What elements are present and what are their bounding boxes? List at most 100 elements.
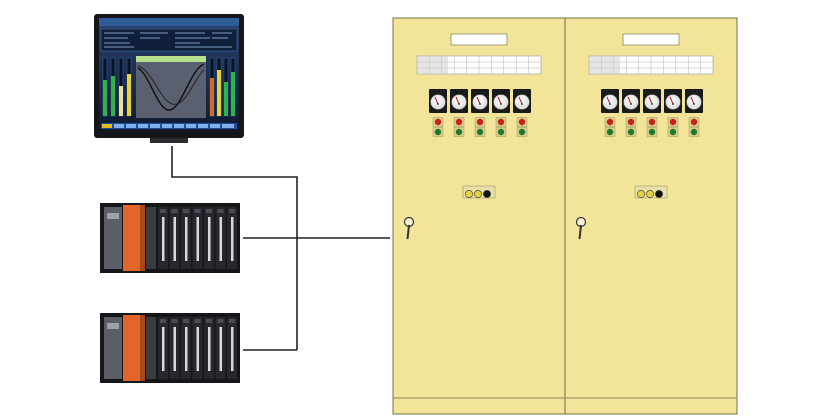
cabinet-body (392, 17, 566, 415)
plc-cpu-module (123, 205, 145, 271)
meter-row (601, 89, 703, 113)
plc-io-terminal-strip (196, 217, 199, 261)
indicator-lamp-green (625, 127, 637, 137)
plc-io-terminal-strip (162, 217, 165, 261)
hmi-trend-curve-1 (137, 63, 205, 111)
selector-button (465, 190, 473, 198)
hmi-stand (150, 138, 188, 143)
indicator-lamp-green (432, 127, 444, 137)
door-handle (575, 216, 587, 240)
indicator-lamp-rows (604, 117, 700, 137)
plc-io-terminal-strip (219, 327, 222, 371)
label-strip-shaded-cells (417, 56, 448, 74)
plc-io-terminal-strip (219, 217, 222, 261)
indicator-lamp-green (688, 127, 700, 137)
plc-cpu-shadow (140, 205, 145, 271)
indicator-lamp-green (604, 127, 616, 137)
plc-io-led-panel (183, 209, 189, 213)
plc-io-terminal-strip (231, 327, 234, 371)
hmi-trend-curve-2 (137, 65, 205, 105)
indicator-lamp-red (667, 117, 679, 127)
door-handle (403, 216, 415, 240)
hmi-header-data (100, 28, 238, 52)
selector-button (474, 190, 482, 198)
plc-io-led-panel (194, 319, 201, 323)
label-strip-grid (416, 55, 542, 75)
plc-power-indicator (107, 213, 119, 219)
panel-meter (622, 89, 640, 113)
plc-io-terminal-strip (231, 217, 234, 261)
indicator-lamp-red (432, 117, 444, 127)
panel-meter (664, 89, 682, 113)
indicator-lamp-green (495, 127, 507, 137)
plc-power-module (104, 317, 122, 379)
indicator-lamp-rows (432, 117, 528, 137)
cabinet-nameplate (622, 33, 680, 46)
plc-io-terminal-strip (208, 327, 211, 371)
hmi-trend-area (136, 56, 206, 118)
hmi-left-bargraphs (102, 57, 132, 117)
cabinet-body (564, 17, 738, 415)
plc-io-terminal-strip (185, 327, 188, 371)
plc-io-led-panel (171, 209, 178, 213)
plc-rack-1 (100, 203, 240, 273)
control-cabinet-right (564, 17, 738, 415)
plc-io-led-panel (171, 319, 178, 323)
indicator-lamp-red (604, 117, 616, 127)
plc-io-led-panel (160, 209, 166, 213)
indicator-lamp-green (516, 127, 528, 137)
indicator-lamp-red (516, 117, 528, 127)
plc-io-terminal-strip (162, 327, 165, 371)
plc-io-led-panel (217, 319, 224, 323)
plc-io-modules (158, 207, 237, 269)
selector-button (483, 190, 491, 198)
plc-power-module (104, 207, 122, 269)
cabinet-nameplate (450, 33, 508, 46)
hmi-header-bar (99, 18, 239, 26)
hmi-right-bargraphs (209, 57, 236, 117)
plc-io-modules (158, 317, 237, 379)
plc-io-led-panel (206, 319, 212, 323)
plc-power-indicator (107, 323, 119, 329)
indicator-lamp-red (453, 117, 465, 127)
plc-comm-module (146, 207, 156, 269)
plc-cpu-module (123, 315, 145, 381)
wiring (171, 146, 390, 351)
plc-rack-2 (100, 313, 240, 383)
hmi-trend-title (136, 56, 206, 62)
hmi-header-text-lines (104, 32, 232, 48)
plc-comm-module (146, 317, 156, 379)
selector-switches (462, 185, 496, 199)
selector-button (655, 190, 663, 198)
panel-meter (492, 89, 510, 113)
plc-io-led-panel (206, 209, 212, 213)
plc-io-terminal-strip (208, 217, 211, 261)
plc-io-terminal-strip (196, 327, 199, 371)
control-cabinet-left (392, 17, 566, 415)
plc-io-terminal-strip (173, 327, 176, 371)
plc-cpu-shadow (140, 315, 145, 381)
indicator-lamp-red (646, 117, 658, 127)
plc-io-led-panel (229, 319, 235, 323)
plc-io-led-panel (217, 209, 224, 213)
panel-meter (429, 89, 447, 113)
indicator-lamp-green (453, 127, 465, 137)
plc-io-led-panel (194, 209, 201, 213)
meter-row (429, 89, 531, 113)
selector-button (637, 190, 645, 198)
label-strip-shaded-cells (589, 56, 620, 74)
plc-io-terminal-strip (185, 217, 188, 261)
panel-meter (513, 89, 531, 113)
plc-io-led-panel (229, 209, 235, 213)
selector-button (646, 190, 654, 198)
wire-hmi-to-bus (171, 146, 298, 350)
indicator-lamp-red (625, 117, 637, 127)
indicator-lamp-red (688, 117, 700, 127)
indicator-lamp-green (667, 127, 679, 137)
indicator-lamp-red (474, 117, 486, 127)
panel-meter (685, 89, 703, 113)
panel-meter (471, 89, 489, 113)
indicator-lamp-red (495, 117, 507, 127)
plc-io-terminal-strip (173, 217, 176, 261)
